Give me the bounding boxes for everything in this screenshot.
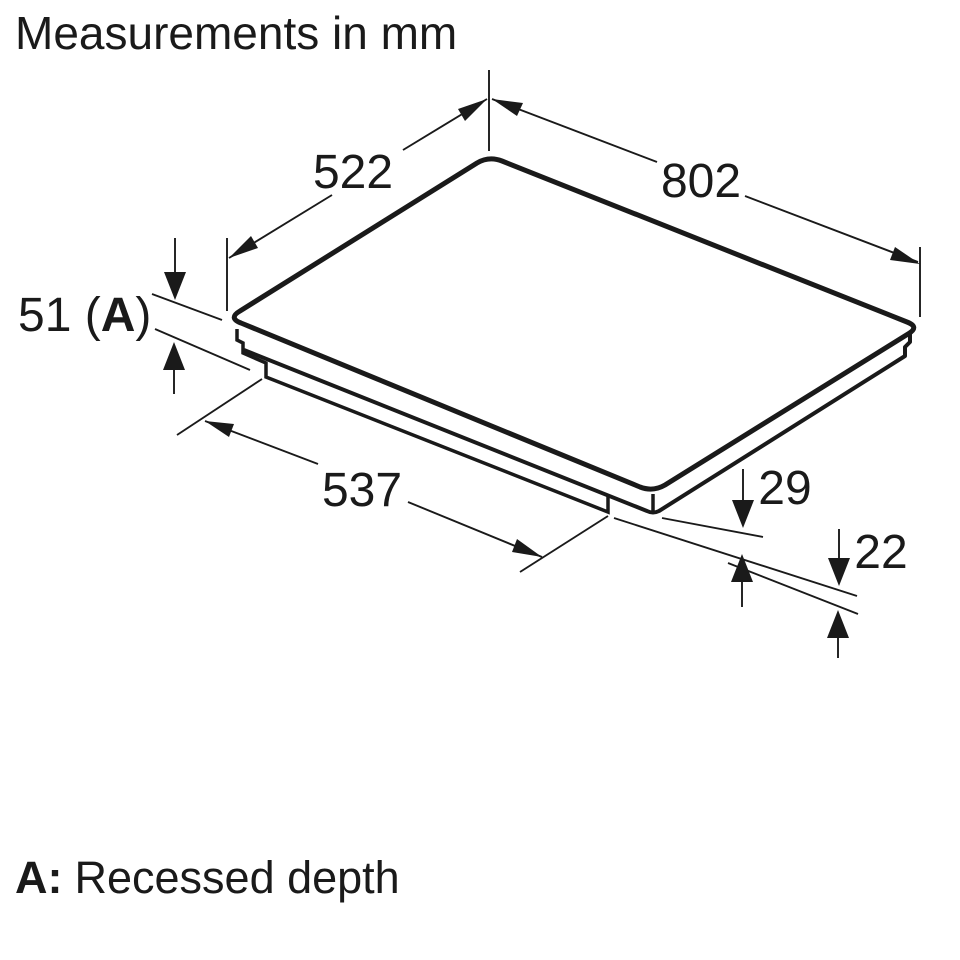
dimension-label-522: 522	[313, 146, 393, 199]
arrowhead-29-down	[732, 500, 754, 528]
arrowhead-51-up	[163, 342, 185, 370]
extension-line-537-left	[176, 378, 263, 436]
dimension-label-537: 537	[322, 464, 402, 517]
arrowhead-29-up	[731, 554, 753, 582]
dimension-line-802-right	[744, 195, 919, 263]
dimension-label-51A-suffix: )	[135, 289, 151, 342]
extension-line-51-lower	[154, 328, 251, 371]
extension-line-29-upper	[661, 517, 764, 538]
dimension-label-29: 29	[758, 462, 811, 515]
arrowhead-537-right	[512, 539, 542, 557]
arrowheads	[163, 99, 920, 638]
arrowhead-537-left	[205, 421, 234, 437]
dimension-label-51A: 51 (A)	[18, 289, 151, 342]
diagram-title: Measurements in mm	[15, 7, 458, 59]
dimension-label-51A-value: 51 (	[18, 289, 101, 342]
arrowhead-522-top	[458, 99, 487, 121]
legend: A:Recessed depth	[15, 853, 400, 903]
arrowhead-802-right	[890, 247, 920, 264]
arrowhead-802-top	[492, 99, 523, 116]
arrowhead-522-left	[229, 236, 258, 258]
dimension-label-51A-key: A	[101, 289, 136, 342]
extension-line-22-lower	[727, 562, 859, 615]
cooktop-frame-lip-edge	[243, 334, 912, 515]
dimension-label-802: 802	[661, 155, 741, 208]
cooktop-recessed-body-profile	[235, 329, 610, 515]
extension-line-537-right	[519, 515, 609, 573]
dimension-label-22: 22	[854, 526, 907, 579]
extension-line-29-lower	[613, 517, 858, 597]
cooktop-top-outline	[231, 156, 917, 492]
extension-lines	[151, 70, 921, 615]
dimension-labels: 522 802 51 (A) 537 29 22	[18, 146, 908, 579]
cooktop-body	[231, 156, 917, 515]
legend-label: Recessed depth	[74, 852, 400, 903]
extension-line-51-upper	[151, 293, 223, 321]
legend-key-a: A:	[15, 852, 63, 903]
arrowhead-22-up	[827, 610, 849, 638]
arrowhead-22-down	[828, 558, 850, 586]
arrowhead-51-down	[164, 272, 186, 300]
